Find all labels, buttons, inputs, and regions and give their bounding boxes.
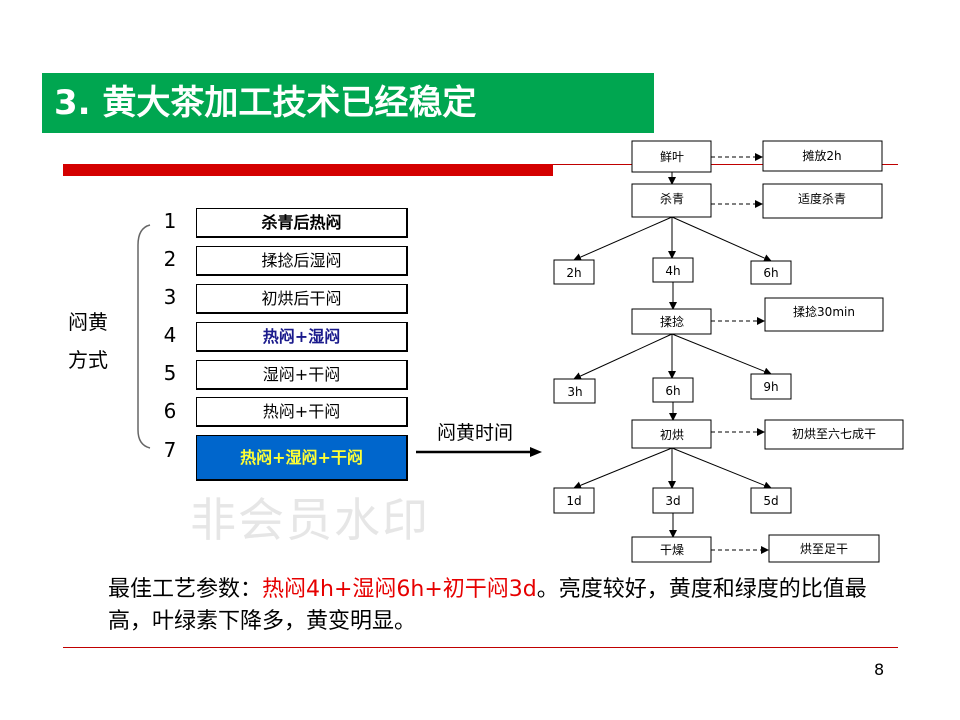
bracket bbox=[137, 224, 151, 449]
flow-time-box bbox=[553, 259, 595, 285]
flow-time-box bbox=[553, 487, 595, 514]
flow-time-box bbox=[652, 377, 694, 403]
flow-time: 2h bbox=[566, 266, 581, 280]
method-number: 6 bbox=[163, 399, 177, 423]
methods-label-1: 闷黄 bbox=[68, 310, 108, 334]
time-label: 闷黄时间 bbox=[437, 422, 514, 444]
red-divider-line bbox=[553, 164, 898, 165]
flow-step: 干燥 bbox=[660, 543, 684, 557]
flow-note-box bbox=[768, 534, 880, 563]
method-box: 初烘后干闷 bbox=[196, 284, 408, 314]
flow-time: 1d bbox=[566, 494, 581, 508]
flow-time: 5d bbox=[763, 494, 778, 508]
method-box: 热闷+湿闷 bbox=[196, 322, 408, 352]
time-arrow bbox=[416, 447, 542, 457]
flow-step: 揉捻 bbox=[660, 314, 684, 329]
flow-time-box bbox=[750, 260, 792, 285]
flow-note-box bbox=[764, 419, 904, 450]
red-accent-bar bbox=[63, 164, 553, 176]
method-number: 7 bbox=[163, 438, 177, 462]
flow-time: 6h bbox=[763, 266, 778, 280]
flow-note-box bbox=[762, 140, 883, 172]
methods-label-2: 方式 bbox=[68, 348, 108, 372]
flow-step-box bbox=[631, 419, 712, 449]
flow-time-box bbox=[750, 487, 792, 514]
method-box: 热闷+干闷 bbox=[196, 397, 408, 427]
footer-divider bbox=[63, 647, 898, 648]
slide-title: 3. 黄大茶加工技术已经稳定 bbox=[42, 73, 654, 133]
flow-note: 适度杀青 bbox=[798, 191, 846, 206]
flow-note-box bbox=[762, 183, 883, 219]
method-box: 揉捻后湿闷 bbox=[196, 246, 408, 276]
flow-step-box bbox=[631, 536, 712, 563]
summary-text: 最佳工艺参数：热闷4h+湿闷6h+初干闷3d。亮度较好，黄度和绿度的比值最高，叶… bbox=[108, 574, 868, 638]
summary-suffix: 。亮度较好，黄度和绿度的比值最高，叶绿素下降多，黄变明显。 bbox=[108, 577, 867, 634]
summary-prefix: 最佳工艺参数： bbox=[108, 577, 263, 602]
flow-note: 初烘至六七成干 bbox=[792, 427, 876, 441]
watermark: 非会员水印 bbox=[190, 493, 430, 547]
flow-step-box bbox=[631, 183, 712, 218]
flow-note: 摊放2h bbox=[802, 148, 841, 163]
flow-time-box bbox=[553, 378, 596, 404]
flow-step-box bbox=[631, 140, 712, 173]
method-number: 3 bbox=[163, 285, 177, 309]
method-number: 4 bbox=[163, 323, 177, 347]
flow-time: 3h bbox=[567, 385, 582, 399]
flow-time-box bbox=[652, 257, 694, 283]
flow-time: 6h bbox=[665, 384, 680, 398]
flow-note-box bbox=[764, 297, 884, 332]
flow-step: 鲜叶 bbox=[660, 150, 684, 164]
method-box: 湿闷+干闷 bbox=[196, 360, 408, 390]
method-number: 5 bbox=[163, 361, 177, 385]
flow-note: 烘至足干 bbox=[800, 542, 848, 556]
method-box-highlighted: 热闷+湿闷+干闷 bbox=[196, 435, 408, 481]
flow-step-box bbox=[631, 308, 712, 335]
flow-time-box bbox=[652, 487, 694, 514]
flow-step: 杀青 bbox=[660, 191, 684, 206]
summary-highlight: 热闷4h+湿闷6h+初干闷3d bbox=[262, 577, 537, 602]
method-number: 1 bbox=[163, 209, 177, 233]
flow-note: 揉捻30min bbox=[793, 304, 855, 319]
flow-step: 初烘 bbox=[660, 428, 684, 442]
method-number: 2 bbox=[163, 247, 177, 271]
method-box: 杀青后热闷 bbox=[196, 208, 408, 238]
flow-time-box bbox=[750, 373, 792, 400]
flow-time: 3d bbox=[665, 494, 680, 508]
flow-time: 9h bbox=[763, 380, 778, 394]
flow-time: 4h bbox=[665, 264, 680, 278]
page-number: 8 bbox=[874, 660, 885, 679]
